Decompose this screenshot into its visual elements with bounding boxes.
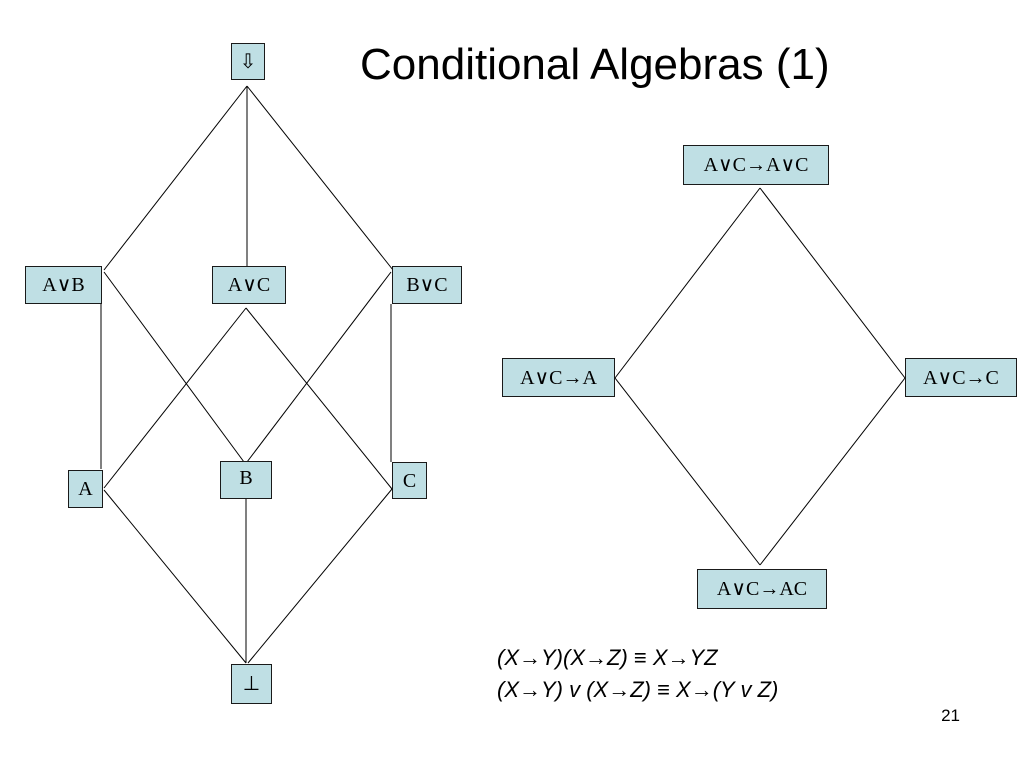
edge-a-bottom: [103, 489, 247, 664]
node-r-bottom: A∨C→AC: [697, 569, 827, 609]
node-a-or-c: A∨C: [212, 266, 286, 304]
node-r-right: A∨C→C: [905, 358, 1017, 397]
edge-a-or-c-c: [245, 307, 393, 490]
formula-line-2: (X→Y) v (X→Z) ≡ X→(Y v Z): [497, 677, 779, 702]
edge-right-right-bottom: [759, 377, 906, 566]
node-top: ⇩: [231, 43, 265, 80]
node-r-top: A∨C→A∨C: [683, 145, 829, 185]
slide-title: Conditional Algebras (1): [360, 40, 830, 89]
edge-right-left-bottom: [614, 377, 761, 566]
edge-c-bottom: [247, 488, 393, 664]
edge-right-top-left: [614, 187, 761, 379]
edge-b-or-c-b: [246, 271, 392, 463]
node-a: A: [68, 470, 103, 508]
node-a-or-b: A∨B: [25, 266, 102, 304]
edge-a-or-c-a: [103, 307, 247, 489]
node-b-or-c: B∨C: [392, 266, 462, 304]
edge-right-top-right: [759, 187, 906, 379]
edge-top-b-or-c: [246, 85, 394, 271]
edge-a-or-b-b: [103, 271, 245, 463]
node-bottom: ⊥: [231, 664, 272, 704]
page-number: 21: [941, 706, 960, 725]
node-c: C: [392, 462, 427, 499]
node-b: B: [220, 461, 272, 499]
edge-top-a-or-b: [103, 85, 248, 271]
node-r-left: A∨C→A: [502, 358, 615, 397]
formula-line-1: (X→Y)(X→Z) ≡ X→YZ: [497, 645, 718, 670]
